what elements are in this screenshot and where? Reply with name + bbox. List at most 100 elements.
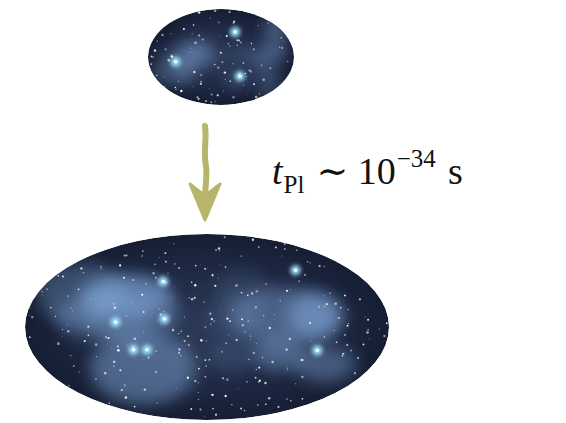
star xyxy=(301,376,303,378)
star xyxy=(163,311,165,313)
star xyxy=(290,400,292,402)
star xyxy=(117,349,120,352)
star xyxy=(174,263,176,265)
star xyxy=(259,380,261,382)
star xyxy=(178,267,180,269)
star xyxy=(117,346,119,348)
star xyxy=(210,17,211,18)
star xyxy=(78,288,80,290)
nebula-cloud xyxy=(228,44,250,63)
star xyxy=(342,355,343,356)
star xyxy=(189,51,191,53)
star xyxy=(251,43,252,44)
star xyxy=(295,383,296,384)
star xyxy=(231,404,232,405)
star xyxy=(108,337,110,339)
star xyxy=(79,372,80,373)
star xyxy=(271,361,273,363)
star xyxy=(245,73,247,75)
star xyxy=(194,380,196,382)
star xyxy=(161,34,163,36)
small-universe xyxy=(148,9,294,105)
star xyxy=(229,320,231,322)
star xyxy=(251,292,253,294)
star xyxy=(255,377,257,379)
star xyxy=(265,283,267,285)
star xyxy=(198,11,201,14)
star xyxy=(242,62,244,64)
star xyxy=(141,255,142,256)
star xyxy=(73,365,75,367)
star xyxy=(171,297,173,299)
star xyxy=(72,310,74,312)
star xyxy=(289,338,291,340)
star xyxy=(336,341,338,343)
star xyxy=(188,344,190,346)
star xyxy=(344,295,346,297)
star xyxy=(170,33,171,34)
star xyxy=(113,303,114,304)
star xyxy=(145,283,147,285)
star xyxy=(172,329,174,331)
star xyxy=(289,289,291,291)
exponent: −34 xyxy=(397,145,436,172)
star xyxy=(156,350,157,351)
star xyxy=(148,357,150,359)
star xyxy=(119,264,121,266)
star xyxy=(200,339,203,342)
star xyxy=(105,336,107,338)
star xyxy=(211,318,213,320)
star xyxy=(232,96,235,99)
star xyxy=(301,359,303,361)
star xyxy=(348,323,349,324)
star xyxy=(265,403,267,405)
star xyxy=(284,248,286,250)
star xyxy=(250,335,251,336)
order-of-magnitude: ∼ 10 xyxy=(316,150,395,192)
star xyxy=(57,275,59,277)
star xyxy=(200,81,201,82)
star xyxy=(184,316,185,317)
star xyxy=(251,293,253,295)
star xyxy=(344,334,346,336)
star xyxy=(318,306,320,308)
star xyxy=(309,262,310,263)
star xyxy=(256,369,257,370)
star xyxy=(286,369,288,371)
star xyxy=(229,46,230,47)
star xyxy=(261,65,262,66)
star xyxy=(187,335,189,337)
star xyxy=(232,63,233,64)
star xyxy=(214,10,216,12)
star xyxy=(134,406,136,408)
star xyxy=(145,348,149,352)
star xyxy=(240,407,242,409)
star xyxy=(255,306,257,308)
star-glow xyxy=(291,265,301,275)
star xyxy=(178,333,179,334)
star xyxy=(62,329,63,330)
star xyxy=(152,272,155,275)
star xyxy=(224,236,226,238)
time-symbol: t xyxy=(272,150,283,192)
star xyxy=(226,318,228,320)
star xyxy=(200,47,201,48)
star xyxy=(124,254,126,256)
star xyxy=(318,265,320,267)
star xyxy=(226,378,229,381)
star xyxy=(315,349,319,353)
star xyxy=(215,414,217,416)
star xyxy=(323,295,325,297)
star xyxy=(170,54,171,55)
star xyxy=(232,309,233,310)
star xyxy=(365,316,366,317)
star xyxy=(347,325,349,327)
star xyxy=(354,372,356,374)
star xyxy=(89,298,91,300)
star xyxy=(61,336,63,338)
star xyxy=(229,80,231,82)
star xyxy=(126,345,127,346)
star xyxy=(296,250,297,251)
star xyxy=(363,344,365,346)
star xyxy=(257,404,258,405)
